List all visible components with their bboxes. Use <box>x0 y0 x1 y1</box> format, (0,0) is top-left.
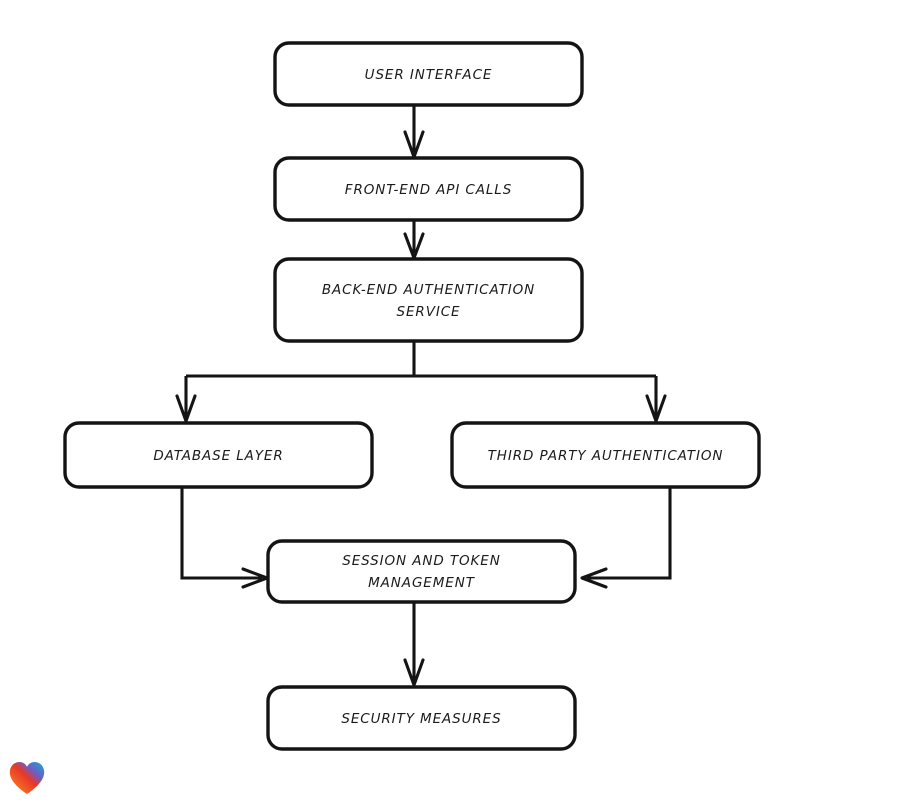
edge-thirdparty-to-session <box>580 487 672 589</box>
node-label-user-interface: USER INTERFACE <box>365 67 493 83</box>
node-box-third-party-authentication[interactable] <box>450 421 761 489</box>
node-box-front-end-api-calls[interactable] <box>273 156 584 222</box>
edge-api-to-backend <box>403 220 425 260</box>
edge-backend-to-branch-bar <box>186 341 656 378</box>
node-back-end-authentication-service[interactable]: BACK-END AUTHENTICATION SERVICE <box>273 257 584 343</box>
node-third-party-authentication[interactable]: THIRD PARTY AUTHENTICATION <box>450 421 761 489</box>
node-label-session-and-token-management-line2: MANAGEMENT <box>368 575 476 591</box>
node-label-front-end-api-calls: FRONT-END API CALLS <box>345 182 512 198</box>
node-box-user-interface[interactable] <box>273 41 584 107</box>
node-front-end-api-calls[interactable]: FRONT-END API CALLS <box>273 156 584 222</box>
node-label-session-and-token-management-line1: SESSION AND TOKEN <box>342 553 500 569</box>
edge-ui-to-api <box>403 105 425 159</box>
node-box-database-layer[interactable] <box>63 421 374 489</box>
node-box-session-and-token-management[interactable] <box>266 539 577 604</box>
edge-backend-to-thirdparty <box>645 376 667 423</box>
node-label-back-end-authentication-service-line2: SERVICE <box>397 304 461 320</box>
edge-database-to-session <box>180 487 269 589</box>
node-session-and-token-management[interactable]: SESSION AND TOKEN MANAGEMENT <box>266 539 577 604</box>
node-label-security-measures: SECURITY MEASURES <box>341 711 501 727</box>
node-label-third-party-authentication: THIRD PARTY AUTHENTICATION <box>488 448 724 464</box>
edge-backend-to-database <box>175 376 197 423</box>
node-database-layer[interactable]: DATABASE LAYER <box>63 421 374 489</box>
heart-icon <box>9 761 45 795</box>
node-box-back-end-authentication-service[interactable] <box>273 257 584 343</box>
node-security-measures[interactable]: SECURITY MEASURES <box>266 685 577 751</box>
edge-session-to-security <box>403 602 425 687</box>
node-user-interface[interactable]: USER INTERFACE <box>273 41 584 107</box>
node-label-back-end-authentication-service-line1: BACK-END AUTHENTICATION <box>322 282 535 298</box>
node-box-security-measures[interactable] <box>266 685 577 751</box>
node-label-database-layer: DATABASE LAYER <box>153 448 283 464</box>
